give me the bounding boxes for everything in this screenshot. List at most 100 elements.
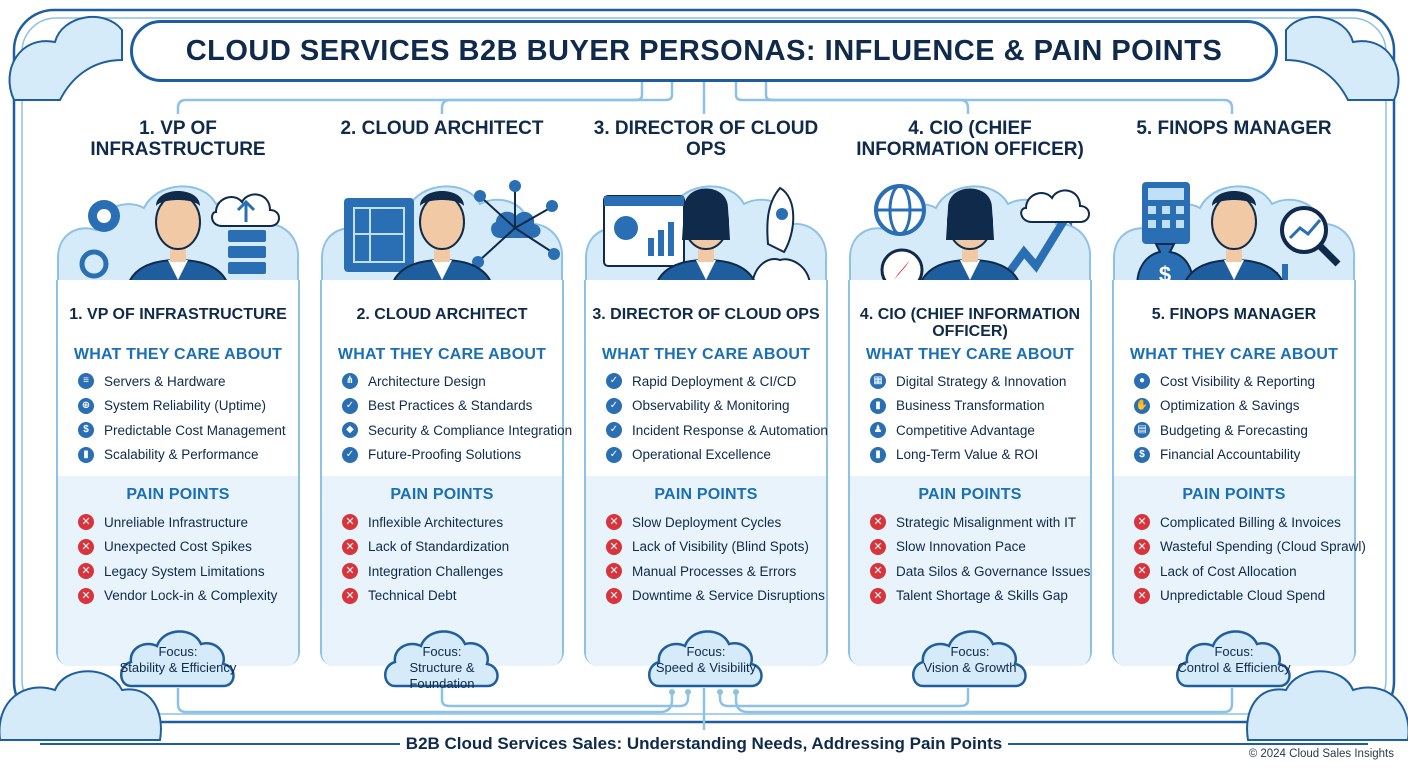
care-item: ▮Business Transformation [870, 394, 1100, 419]
care-item: ▤Budgeting & Forecasting [1134, 418, 1364, 443]
pain-item: ✕Technical Debt [342, 584, 572, 609]
pain-item: ✕Wasteful Spending (Cloud Sprawl) [1134, 535, 1366, 560]
pain-item: ✕ Complicated Billing & Invoices [1134, 510, 1364, 535]
pain-item-text: Integration Challenges [368, 563, 504, 579]
hierarchy-icon: ⋔ [342, 373, 358, 390]
pain-item: ✕Data Silos & Governance Issues [870, 559, 1100, 584]
grid-icon: ▦ [870, 373, 886, 390]
care-item-text: Competitive Advantage [896, 422, 1035, 438]
x-circle-icon: ✕ [606, 587, 622, 604]
care-item: ✓Future-Proofing Solutions [342, 443, 572, 468]
x-circle-icon: ✕ [606, 514, 622, 531]
pain-item: ✕ Strategic Misalignment with IT [870, 510, 1100, 535]
pain-item: ✕ Lack of Visibility (Blind Spots) [606, 535, 836, 560]
care-list: ⋔Architecture Design✓Best Practices & St… [342, 369, 572, 467]
care-item-text: System Reliability (Uptime) [104, 398, 267, 414]
care-item: ≡Servers & Hardware [78, 369, 308, 394]
care-heading: WHAT THEY CARE ABOUT [865, 346, 1075, 363]
pain-heading: PAIN POINTS [654, 486, 758, 503]
pain-item-text: Manual Processes & Errors [632, 563, 797, 579]
x-circle-icon: ✕ [342, 587, 358, 604]
globe-icon: ⊕ [78, 397, 94, 414]
x-circle-icon: ✕ [1134, 587, 1150, 604]
page-title: CLOUD SERVICES B2B BUYER PERSONAS: INFLU… [185, 34, 1223, 67]
persona-4-focus-cloud: Focus:Vision & Growth [909, 614, 1031, 688]
focus-text: Focus:Stability & Efficiency [117, 644, 239, 676]
pain-item-text: Inflexible Architectures [368, 514, 504, 530]
bar-chart-icon: ▮ [78, 446, 94, 463]
pain-item: ✕ Inflexible Architectures [342, 510, 572, 535]
care-item: ✓Operational Excellence [606, 443, 836, 468]
care-list: ●Cost Visibility & Reporting✋Optimizatio… [1134, 369, 1364, 467]
persona-name: 3. DIRECTOR OF CLOUD OPS [592, 306, 820, 323]
pain-item-text: Strategic Misalignment with IT [896, 514, 1077, 530]
globe-icon [874, 184, 926, 236]
care-item: ✓Rapid Deployment & CI/CD [606, 369, 836, 394]
dashboard-icon [603, 195, 685, 267]
persona-5-focus-cloud: Focus:Control & Efficiency [1173, 614, 1295, 688]
pain-item-text: Unexpected Cost Spikes [104, 539, 252, 555]
care-item: ▮ Scalability & Performance [78, 443, 308, 468]
x-circle-icon: ✕ [870, 587, 886, 604]
care-item-text: Architecture Design [368, 373, 486, 389]
pain-item: ✕Manual Processes & Errors [606, 559, 836, 584]
pain-item-text: Legacy System Limitations [104, 563, 265, 579]
focus-text: Focus:Structure & Foundation [381, 644, 503, 692]
persona-2-focus-cloud: Focus:Structure & Foundation [381, 614, 503, 691]
care-item-text: Best Practices & Standards [368, 398, 533, 414]
focus-value: Control & Efficiency [1177, 660, 1291, 675]
persona-5-heading: 5. FINOPS MANAGER [1136, 118, 1332, 139]
pain-item-text: Slow Innovation Pace [896, 539, 1026, 555]
focus-label: Focus: [950, 644, 990, 659]
pain-item-text: Complicated Billing & Invoices [1160, 514, 1341, 530]
pain-list: ✕ Inflexible Architectures ✕Lack of Standa… [342, 510, 572, 608]
pain-item-text: Lack of Visibility (Blind Spots) [632, 539, 809, 555]
pain-item: ✕Unpredictable Cloud Spend [1134, 584, 1364, 609]
care-item-text: Rapid Deployment & CI/CD [632, 373, 797, 389]
persona-4-heading: 4. CIO (CHIEF INFORMATION OFFICER) [856, 118, 1084, 160]
pain-item: ✕Legacy System Limitations [78, 559, 308, 584]
focus-label: Focus: [686, 644, 726, 659]
focus-cloud-icon [120, 630, 235, 688]
focus-text: Focus:Vision & Growth [909, 644, 1031, 676]
persona-illustration [585, 185, 828, 308]
pain-item: ✕Lack of Standardization [342, 535, 572, 560]
focus-value: Speed & Visibility [655, 660, 757, 675]
focus-text: Focus:Speed & Visibility [645, 644, 767, 676]
persona-name: 5. FINOPS MANAGER [1151, 306, 1317, 323]
pain-list: ✕Complicated Billing & Invoices✕Wasteful… [1134, 510, 1366, 609]
x-circle-icon: ✕ [870, 514, 886, 531]
gear-icon [79, 200, 120, 279]
cloud-upload-icon [211, 193, 280, 227]
persona-card-body [848, 280, 1092, 666]
persona-card-body [584, 280, 828, 666]
network-cloud-icon [472, 180, 560, 268]
pain-item-text: Vendor Lock-in & Complexity [104, 588, 278, 604]
persona-name: 4. CIO (CHIEF INFORMATION OFFICER) [859, 306, 1081, 340]
x-circle-icon: ✕ [78, 587, 94, 604]
pain-item-text: Wasteful Spending (Cloud Sprawl) [1160, 539, 1366, 555]
pain-item: ✕Talent Shortage & Skills Gap [870, 584, 1100, 609]
persona-name: 1. VP OF INFRASTRUCTURE [69, 306, 287, 323]
pain-item: ✕Slow Deployment Cycles [606, 510, 836, 535]
server-icon [228, 230, 266, 274]
care-item: ⋔ Architecture Design [342, 369, 572, 394]
focus-value: Vision & Growth [923, 660, 1017, 675]
persona-4-card: 4. CIO (CHIEF INFORMATION OFFICER) WHAT T… [848, 168, 1092, 666]
hand-coin-icon: ✋ [1134, 397, 1150, 414]
x-circle-icon: ✕ [78, 514, 94, 531]
focus-cloud-icon [912, 630, 1027, 688]
persona-1-focus-cloud: Focus:Stability & Efficiency [117, 614, 239, 688]
care-item: ♟Competitive Advantage [870, 418, 1100, 443]
persona-name: 2. CLOUD ARCHITECT [356, 306, 528, 323]
care-item: ▮Long-Term Value & ROI [870, 443, 1100, 468]
care-item: ✋Optimization & Savings [1134, 394, 1364, 419]
x-circle-icon: ✕ [606, 538, 622, 555]
x-circle-icon: ✕ [342, 514, 358, 531]
dollar-icon: $ [78, 422, 94, 439]
care-item-text: Predictable Cost Management [104, 422, 286, 438]
pain-item: ✕Unexpected Cost Spikes [78, 535, 308, 560]
care-list: ✓Rapid Deployment & CI/CD✓Observability … [606, 369, 836, 467]
care-item-text: Scalability & Performance [104, 447, 259, 463]
x-circle-icon: ✕ [1134, 514, 1150, 531]
